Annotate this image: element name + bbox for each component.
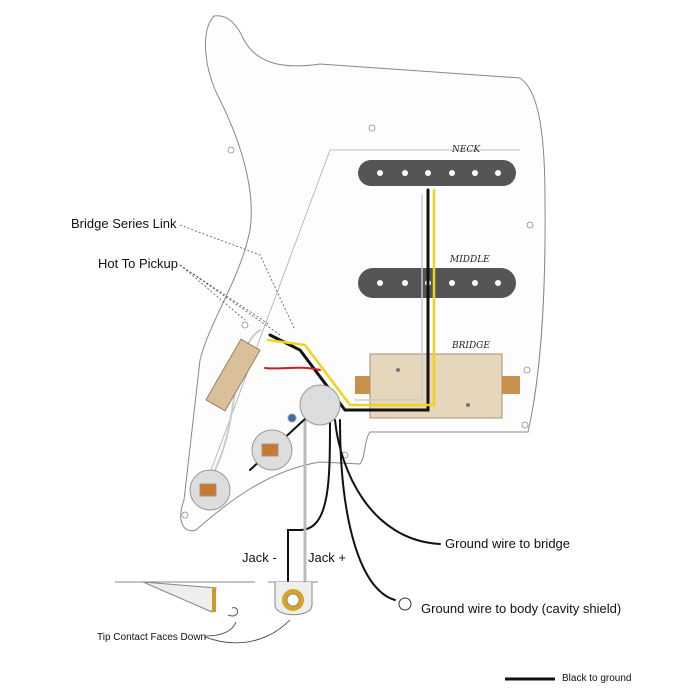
screw-holes xyxy=(181,124,534,519)
pickguard-inner-line xyxy=(199,149,520,501)
legend-black-to-ground: Black to ground xyxy=(562,673,632,684)
label-bridge-series-link: Bridge Series Link xyxy=(71,216,177,231)
label-bridge: BRIDGE xyxy=(452,341,490,351)
leader-lines xyxy=(179,224,296,336)
label-ground-bridge: Ground wire to bridge xyxy=(445,536,571,551)
jack-front-view xyxy=(268,581,318,616)
five-way-switch xyxy=(205,338,261,412)
pots xyxy=(189,384,341,511)
ground-lug xyxy=(398,597,412,611)
jack-side-view xyxy=(115,581,255,617)
tip-arrows xyxy=(204,619,291,644)
middle-pickup xyxy=(358,268,516,298)
label-neck: NECK xyxy=(452,145,481,155)
bridge-humbucker xyxy=(355,353,520,419)
label-jack-plus: Jack + xyxy=(308,550,346,565)
label-ground-body: Ground wire to body (cavity shield) xyxy=(421,601,622,616)
label-tip-contact: Tip Contact Faces Down xyxy=(97,632,207,643)
volume-pot xyxy=(299,384,341,426)
neck-pickup xyxy=(358,160,516,186)
label-hot-to-pickup: Hot To Pickup xyxy=(98,256,178,271)
label-middle: MIDDLE xyxy=(450,255,490,265)
label-jack-minus: Jack - xyxy=(242,550,277,565)
